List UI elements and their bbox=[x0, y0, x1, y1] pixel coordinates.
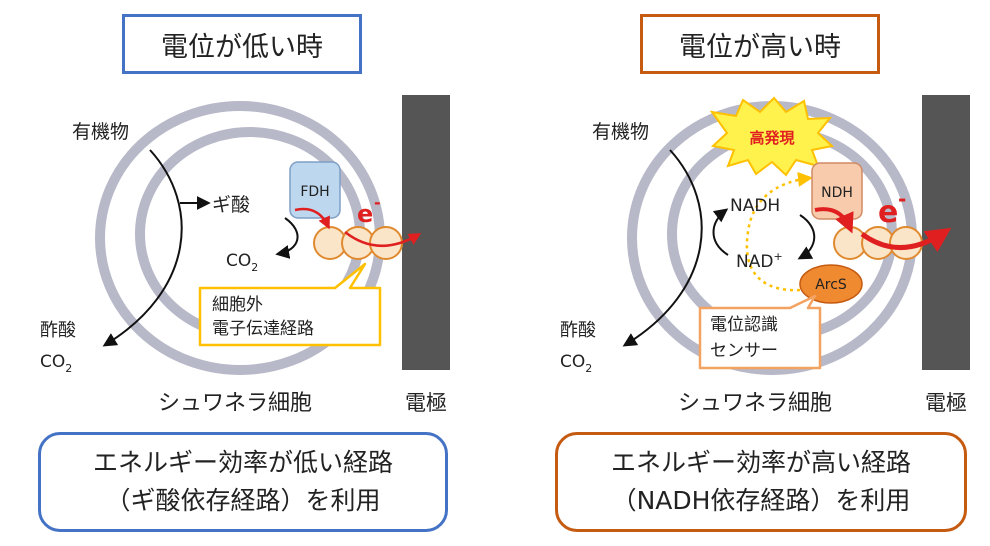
left-co2-label: CO2 bbox=[226, 251, 258, 274]
left-summary-box: エネルギー効率が低い経路 （ギ酸依存経路）を利用 bbox=[38, 432, 448, 532]
left-electron-flow-arrow-2 bbox=[344, 231, 422, 247]
left-organic-label: 有機物 bbox=[72, 121, 129, 143]
right-callout-line2: センサー bbox=[710, 341, 778, 361]
right-electron-flow-arrow-1 bbox=[814, 207, 854, 234]
fdh-label: FDH bbox=[300, 184, 329, 200]
left-summary-line2: （ギ酸依存経路）を利用 bbox=[105, 486, 381, 515]
left-acetate-label: 酢酸 bbox=[40, 320, 76, 341]
right-summary-line2: （NADH依存経路）を利用 bbox=[611, 486, 911, 515]
left-electrode-label: 電極 bbox=[405, 391, 447, 415]
right-cell-label: シュワネラ細胞 bbox=[678, 391, 832, 416]
right-panel: 高発現 NDH ArcS e - 有機物 NADH NAD+ 酢酸 CO2 シュ… bbox=[560, 95, 970, 416]
left-formate-label: ギ酸 bbox=[212, 194, 250, 216]
right-nad-to-nadh-arrow bbox=[712, 208, 729, 256]
left-title: 電位が低い時 bbox=[122, 14, 362, 74]
right-title: 電位が高い時 bbox=[640, 14, 880, 74]
right-sensor-regulation-path bbox=[745, 171, 813, 292]
right-callout-box bbox=[698, 294, 822, 370]
right-electron-charge: - bbox=[898, 187, 906, 211]
left-organic-to-acetate-arrow bbox=[102, 149, 183, 347]
left-electron-flow-arrow-1 bbox=[294, 207, 330, 230]
left-electron-charge: - bbox=[374, 193, 381, 212]
right-organic-to-acetate-arrow bbox=[622, 149, 703, 347]
left-electron-symbol: e bbox=[357, 200, 373, 228]
right-electrode bbox=[922, 95, 970, 370]
right-acetate-label: 酢酸 bbox=[560, 320, 596, 341]
right-summary-line1: エネルギー効率が高い経路 bbox=[610, 448, 911, 477]
left-callout-line1: 細胞外 bbox=[212, 295, 263, 315]
left-cell-label: シュワネラ細胞 bbox=[158, 391, 312, 416]
ndh-label: NDH bbox=[821, 185, 853, 201]
left-panel: FDH e - 有機物 ギ酸 CO2 酢酸 CO2 シュワネラ細胞 電極 細胞外… bbox=[40, 95, 450, 416]
right-nadh-to-nad-arrow bbox=[797, 214, 816, 260]
left-co2-out-label: CO2 bbox=[40, 352, 72, 375]
right-summary-box: エネルギー効率が高い経路 （NADH依存経路）を利用 bbox=[555, 432, 967, 532]
left-formate-to-co2-arrow bbox=[275, 217, 299, 259]
high-expression-burst bbox=[709, 96, 835, 177]
left-callout-box bbox=[198, 262, 382, 347]
arcs-label: ArcS bbox=[815, 277, 847, 293]
left-callout-line2: 電子伝達経路 bbox=[212, 319, 314, 339]
right-nadh-label: NADH bbox=[730, 196, 780, 216]
right-organic-label: 有機物 bbox=[592, 121, 649, 143]
arcs-sensor bbox=[799, 264, 863, 304]
right-electron-symbol: e bbox=[878, 195, 898, 230]
left-electrode bbox=[402, 95, 450, 370]
right-nad-label: NAD+ bbox=[736, 250, 783, 272]
left-summary-line1: エネルギー効率が低い経路 bbox=[92, 448, 393, 477]
right-electrode-label: 電極 bbox=[925, 391, 967, 415]
fdh-enzyme bbox=[289, 161, 341, 219]
high-expression-label: 高発現 bbox=[749, 129, 794, 147]
right-electron-flow-arrow-2 bbox=[860, 227, 952, 253]
right-callout-line1: 電位認識 bbox=[710, 315, 778, 335]
right-co2-out-label: CO2 bbox=[560, 352, 592, 375]
